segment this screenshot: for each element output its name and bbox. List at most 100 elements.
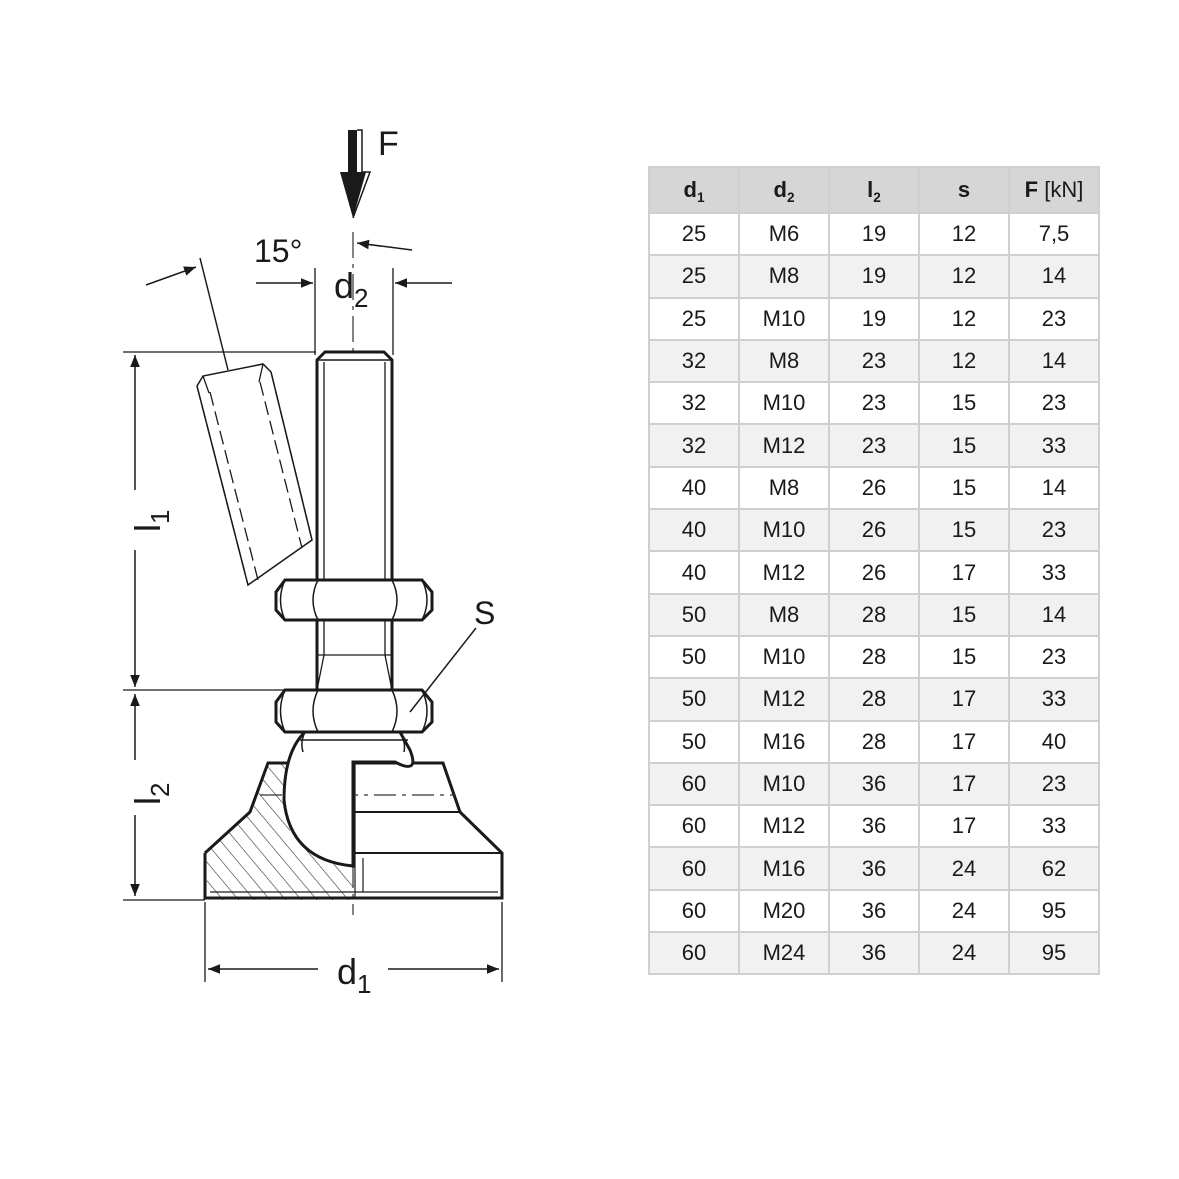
table-cell-s: 12 (918, 254, 1010, 299)
table-cell-s: 17 (918, 804, 1010, 849)
table-cell-l2: 23 (828, 381, 920, 426)
table-cell-s: 15 (918, 381, 1010, 426)
table-cell-d2: M10 (738, 381, 830, 426)
table-cell-l2: 26 (828, 465, 920, 511)
table-cell-d1: 25 (648, 211, 740, 257)
table-cell-d2: M10 (738, 634, 830, 680)
table-cell-l2: 28 (828, 634, 920, 680)
table-cell-s: 17 (918, 677, 1010, 722)
header-s: s (918, 166, 1010, 214)
table-cell-d2: M20 (738, 888, 830, 934)
table-cell-d2: M8 (738, 465, 830, 511)
table-cell-s: 24 (918, 846, 1010, 891)
tilted-stud-outline (196, 363, 313, 587)
threaded-stud (315, 350, 394, 692)
table-cell-force: 14 (1008, 592, 1100, 637)
table-cell-l2: 23 (828, 423, 920, 468)
d1-label: d1 (337, 951, 372, 999)
table-cell-d2: M12 (738, 677, 830, 722)
angle-label: 15° (254, 233, 302, 269)
table-cell-force: 14 (1008, 254, 1100, 299)
table-cell-d2: M12 (738, 423, 830, 468)
table-cell-s: 15 (918, 423, 1010, 468)
table-cell-force: 23 (1008, 508, 1100, 553)
force-label: F (378, 125, 399, 163)
table-cell-d2: M8 (738, 338, 830, 384)
table-cell-d2: M8 (738, 254, 830, 299)
table-cell-force: 33 (1008, 804, 1100, 849)
table-cell-force: 23 (1008, 761, 1100, 807)
table-cell-d2: M24 (738, 931, 830, 976)
table-cell-d1: 40 (648, 550, 740, 595)
table-cell-s: 17 (918, 719, 1010, 764)
table-cell-force: 40 (1008, 719, 1100, 764)
table-cell-l2: 28 (828, 719, 920, 764)
table-cell-force: 95 (1008, 931, 1100, 976)
d2-dimension (256, 268, 452, 355)
table-cell-l2: 36 (828, 804, 920, 849)
header-force: F [kN] (1008, 166, 1100, 214)
table-cell-d1: 25 (648, 296, 740, 341)
table-cell-l2: 36 (828, 931, 920, 976)
table-cell-force: 95 (1008, 888, 1100, 934)
table-cell-l2: 19 (828, 211, 920, 257)
table-cell-force: 23 (1008, 296, 1100, 341)
base-housing (203, 761, 504, 900)
table-cell-d1: 50 (648, 592, 740, 637)
table-cell-l2: 36 (828, 846, 920, 891)
ball-joint (282, 730, 415, 868)
table-cell-d2: M10 (738, 761, 830, 807)
header-d2: d2 (738, 166, 830, 214)
l1-label: l1 (127, 510, 175, 532)
table-cell-force: 14 (1008, 338, 1100, 384)
table-cell-d1: 40 (648, 508, 740, 553)
table-cell-d1: 40 (648, 465, 740, 511)
table-cell-l2: 23 (828, 338, 920, 384)
table-cell-d2: M12 (738, 550, 830, 595)
table-cell-d1: 32 (648, 423, 740, 468)
lower-nut (274, 688, 434, 734)
table-cell-d1: 50 (648, 677, 740, 722)
levelling-foot-drawing: F 15° d2 (123, 125, 504, 999)
table-cell-s: 15 (918, 634, 1010, 680)
table-cell-d2: M16 (738, 846, 830, 891)
table-cell-d2: M8 (738, 592, 830, 637)
table-cell-d1: 50 (648, 719, 740, 764)
table-cell-s: 17 (918, 761, 1010, 807)
header-d1: d1 (648, 166, 740, 214)
table-cell-s: 15 (918, 508, 1010, 553)
table-cell-l2: 19 (828, 254, 920, 299)
table-cell-s: 12 (918, 296, 1010, 341)
table-cell-l2: 26 (828, 550, 920, 595)
table-cell-force: 7,5 (1008, 211, 1100, 257)
table-cell-force: 23 (1008, 381, 1100, 426)
table-cell-l2: 36 (828, 761, 920, 807)
l2-dimension (123, 694, 205, 901)
angle-dimension (145, 239, 413, 371)
table-cell-d1: 60 (648, 888, 740, 934)
table-cell-s: 15 (918, 465, 1010, 511)
table-cell-d1: 32 (648, 338, 740, 384)
d1-dimension (204, 902, 503, 982)
table-cell-d2: M12 (738, 804, 830, 849)
table-header-row: d1 d2 l2 s F [kN] (648, 166, 1100, 214)
table-cell-s: 12 (918, 211, 1010, 257)
table-cell-s: 24 (918, 888, 1010, 934)
